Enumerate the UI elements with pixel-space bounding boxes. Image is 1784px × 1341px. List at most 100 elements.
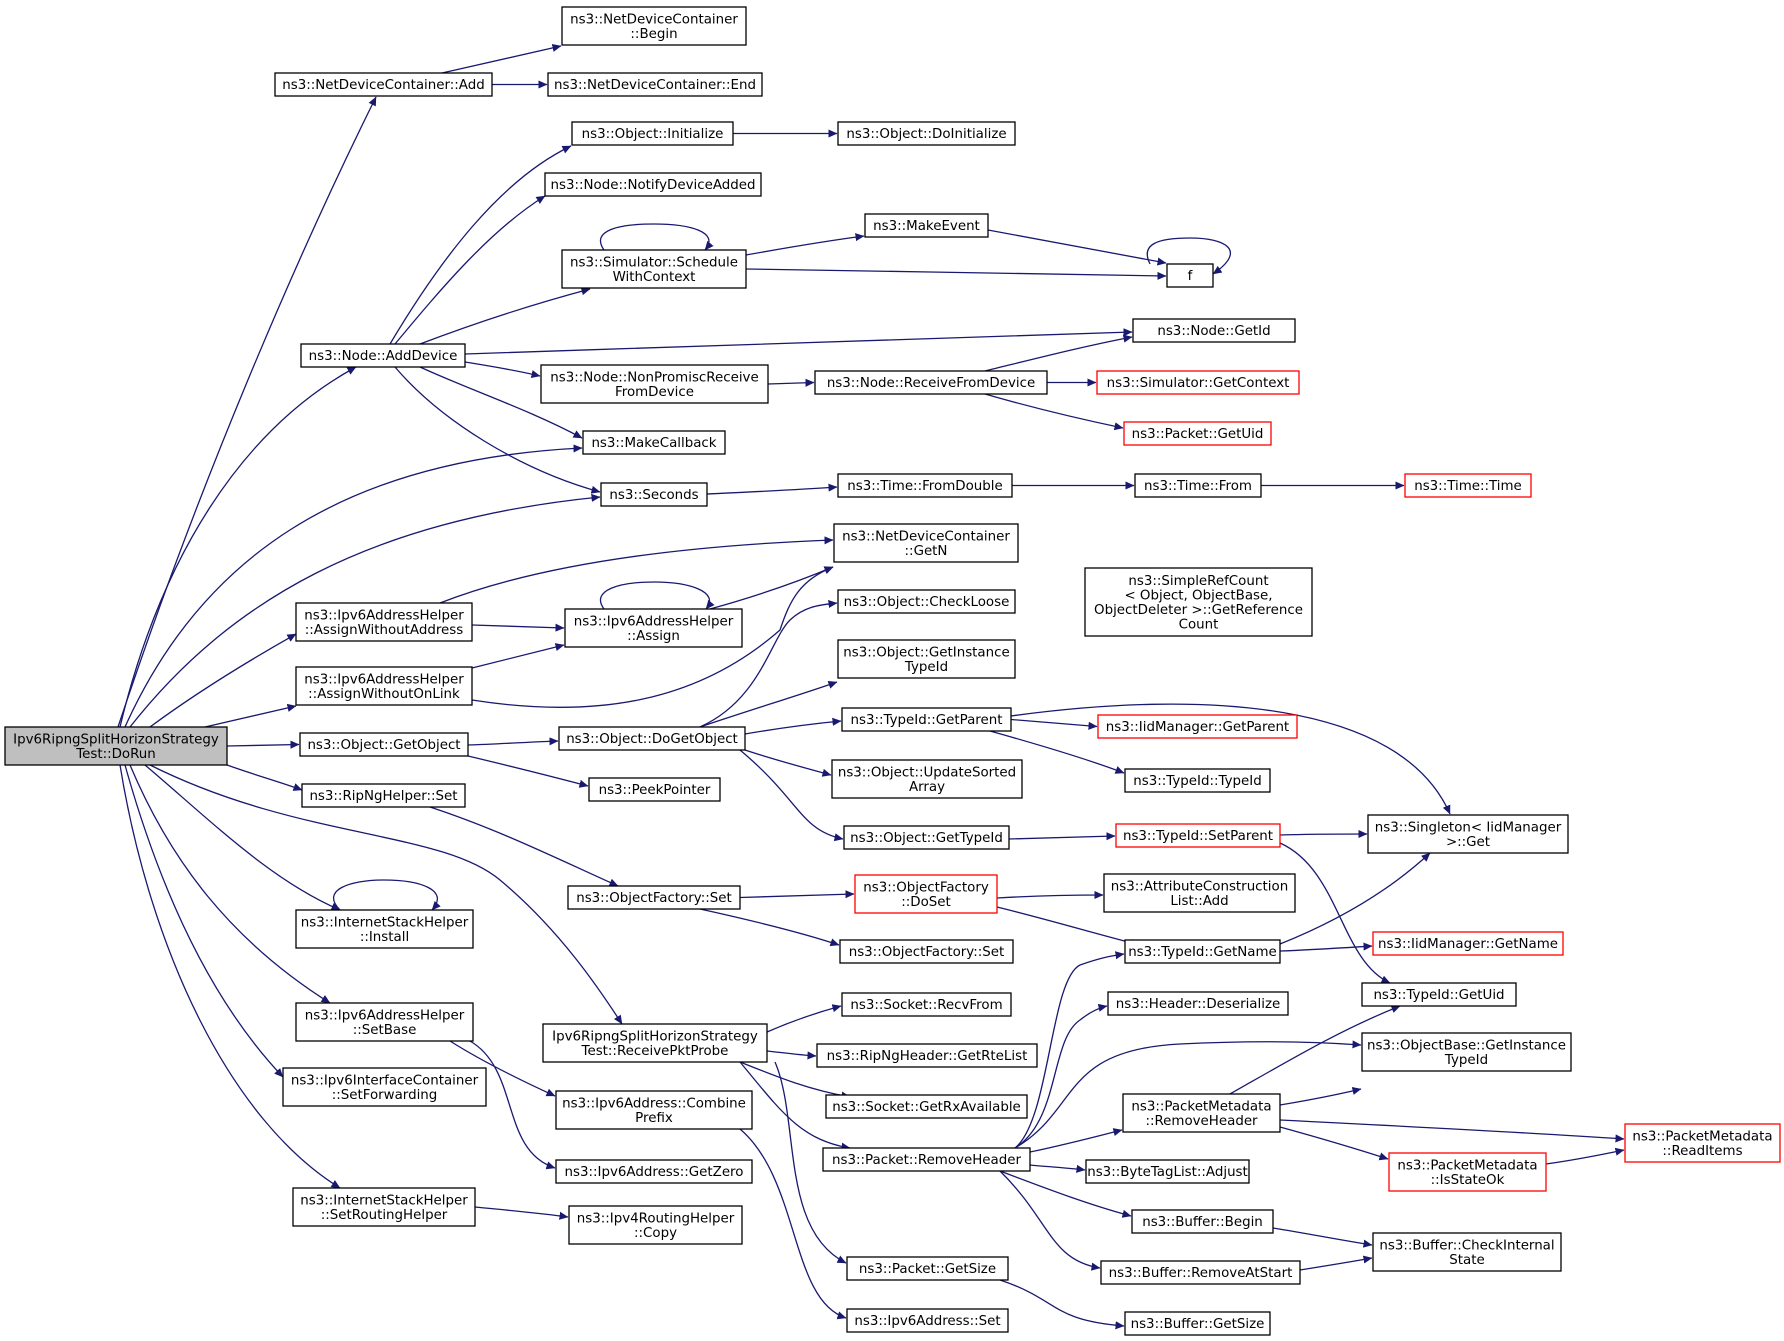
function-node-ndc_end[interactable]: ns3::NetDeviceContainer::End [547,72,763,97]
function-node-ip6h_assign[interactable]: ns3::Ipv6AddressHelper::Assign [564,608,743,648]
function-node-node_recv[interactable]: ns3::Node::ReceiveFromDevice [814,370,1048,395]
function-node-buf_getsize[interactable]: ns3::Buffer::GetSize [1124,1311,1271,1336]
call-edge-ripng_set-to-of_set [429,806,619,887]
function-node-obj_doinit[interactable]: ns3::Object::DoInitialize [837,121,1016,146]
function-node-obj_getobject[interactable]: ns3::Object::GetObject [299,732,469,757]
function-node-make_event[interactable]: ns3::MakeEvent [864,213,989,238]
edge-arrow [996,906,1141,947]
node-label-line: ::GetN [905,544,948,559]
function-node-of_doset[interactable]: ns3::ObjectFactory::DoSet [854,874,998,914]
node-label-line: ns3::ObjectFactory::Set [849,945,1005,960]
function-node-tid_setparent[interactable]: ns3::TypeId::SetParent [1115,823,1281,848]
node-box [540,364,769,404]
function-node-hdr_deser[interactable]: ns3::Header::Deserialize [1107,991,1289,1016]
function-node-node_notify[interactable]: ns3::Node::NotifyDeviceAdded [544,172,762,197]
function-node-pkt_getsize[interactable]: ns3::Packet::GetSize [846,1256,1009,1281]
function-node-make_cb[interactable]: ns3::MakeCallback [582,430,726,455]
edge-arrow [471,566,834,708]
function-node-ripnghdr_rte[interactable]: ns3::RipNgHeader::GetRteList [816,1043,1038,1068]
function-node-pm_removehdr[interactable]: ns3::PacketMetadata::RemoveHeader [1122,1093,1281,1133]
function-node-time_fromdouble[interactable]: ns3::Time::FromDouble [837,473,1013,498]
function-node-ndc_begin[interactable]: ns3::NetDeviceContainer::Begin [561,6,747,46]
function-node-pkt_removehdr[interactable]: ns3::Packet::RemoveHeader [822,1147,1031,1172]
function-node-obj_dogetobject[interactable]: ns3::Object::DoGetObject [558,726,746,751]
call-edge-ip6a_combine-to-ip6a_set [739,1128,847,1320]
function-node-ip4rh_copy[interactable]: ns3::Ipv4RoutingHelper::Copy [568,1205,743,1245]
function-node-tid_getname[interactable]: ns3::TypeId::GetName [1124,939,1281,964]
node-label-line: ::IsStateOk [1431,1173,1505,1188]
edge-arrow [226,764,303,791]
function-node-ndc_add[interactable]: ns3::NetDeviceContainer::Add [274,72,493,97]
node-label-line: ns3::Buffer::GetSize [1131,1317,1265,1332]
function-node-sock_rxavail[interactable]: ns3::Socket::GetRxAvailable [825,1094,1028,1119]
function-node-sock_recvfrom[interactable]: ns3::Socket::RecvFrom [841,992,1012,1017]
call-edge-root-to-obj_getobject [226,740,300,749]
function-node-obj_gettypeid[interactable]: ns3::Object::GetTypeId [843,825,1010,850]
edge-arrow [1146,237,1232,275]
function-node-tid_typeid[interactable]: ns3::TypeId::TypeId [1124,768,1271,793]
node-box [1134,473,1262,498]
function-node-btl_adjust[interactable]: ns3::ByteTagList::Adjust [1085,1159,1250,1184]
function-node-f[interactable]: f [1166,263,1214,288]
function-node-ish_install[interactable]: ns3::InternetStackHelper::Install [295,909,474,949]
function-node-buf_removeatstart[interactable]: ns3::Buffer::RemoveAtStart [1100,1260,1301,1285]
function-node-tid_getparent[interactable]: ns3::TypeId::GetParent [841,707,1012,732]
node-label-line: ns3::TypeId::GetParent [851,713,1003,728]
function-node-node_adddev[interactable]: ns3::Node::AddDevice [300,343,466,368]
function-node-sim_getctx[interactable]: ns3::Simulator::GetContext [1096,370,1300,395]
call-edge-seconds-to-time_fromdouble [706,483,838,495]
function-node-time_from[interactable]: ns3::Time::From [1134,473,1262,498]
function-node-of_set[interactable]: ns3::ObjectFactory::Set [567,885,741,910]
edge-arrow [599,581,715,610]
function-node-ip6h_setbase[interactable]: ns3::Ipv6AddressHelper::SetBase [295,1002,474,1042]
function-node-iid_getname[interactable]: ns3::IidManager::GetName [1372,931,1564,956]
function-node-node_getid[interactable]: ns3::Node::GetId [1132,318,1296,343]
function-node-tid_getuid[interactable]: ns3::TypeId::GetUid [1361,982,1517,1007]
node-box [1123,421,1272,446]
edge-arrow [149,764,623,1025]
function-node-ripng_set[interactable]: ns3::RipNgHelper::Set [301,783,466,808]
function-node-ip6h_awol[interactable]: ns3::Ipv6AddressHelper::AssignWithoutOnL… [295,666,473,706]
function-node-pm_isstateok[interactable]: ns3::PacketMetadata::IsStateOk [1388,1152,1547,1192]
function-node-ish_setrouting[interactable]: ns3::InternetStackHelper::SetRoutingHelp… [292,1187,476,1227]
function-node-of_set2[interactable]: ns3::ObjectFactory::Set [839,939,1014,964]
node-label-line: ns3::Time::From [1144,479,1252,494]
function-node-simplerefcount[interactable]: ns3::SimpleRefCount< Object, ObjectBase,… [1084,567,1313,637]
function-node-time_time[interactable]: ns3::Time::Time [1404,473,1532,498]
node-box [1372,931,1564,956]
function-node-singleton_get[interactable]: ns3::Singleton< IidManager>::Get [1367,814,1569,854]
function-node-peekpointer[interactable]: ns3::PeekPointer [588,777,721,802]
function-node-ip6ic_setfwd[interactable]: ns3::Ipv6InterfaceContainer::SetForwardi… [282,1067,487,1107]
function-node-iid_getparent[interactable]: ns3::IidManager::GetParent [1097,714,1298,739]
function-node-pm_readitems[interactable]: ns3::PacketMetadata::ReadItems [1624,1123,1781,1163]
edge-arrow [1279,842,1391,984]
edge-arrow [1272,1227,1373,1248]
call-edge-tid_getparent-to-singleton_get [1010,703,1451,815]
call-edge-pm_removehdr-to-tid_getuid [1229,1005,1401,1095]
function-node-ip6h_awa[interactable]: ns3::Ipv6AddressHelper::AssignWithoutAdd… [295,602,473,642]
function-node-obj_init[interactable]: ns3::Object::Initialize [571,121,734,146]
function-node-recvpktprobe[interactable]: Ipv6RipngSplitHorizonStrategyTest::Recei… [542,1023,768,1063]
node-box [295,909,474,949]
node-label-line: ns3::InternetStackHelper [300,1193,468,1208]
node-box [846,1256,1009,1281]
function-node-pkt_getuid[interactable]: ns3::Packet::GetUid [1123,421,1272,446]
function-node-seconds[interactable]: ns3::Seconds [600,482,708,507]
node-box [600,482,708,507]
call-edge-node_adddev-to-seconds [394,366,601,494]
function-node-obj_checkloose[interactable]: ns3::Object::CheckLoose [837,589,1016,614]
function-node-ip6a_set[interactable]: ns3::Ipv6Address::Set [846,1308,1009,1333]
function-node-ip6a_getzero[interactable]: ns3::Ipv6Address::GetZero [555,1159,753,1184]
node-box [571,121,734,146]
function-node-buf_begin[interactable]: ns3::Buffer::Begin [1131,1209,1274,1234]
function-node-ndc_getn[interactable]: ns3::NetDeviceContainer::GetN [833,523,1019,563]
